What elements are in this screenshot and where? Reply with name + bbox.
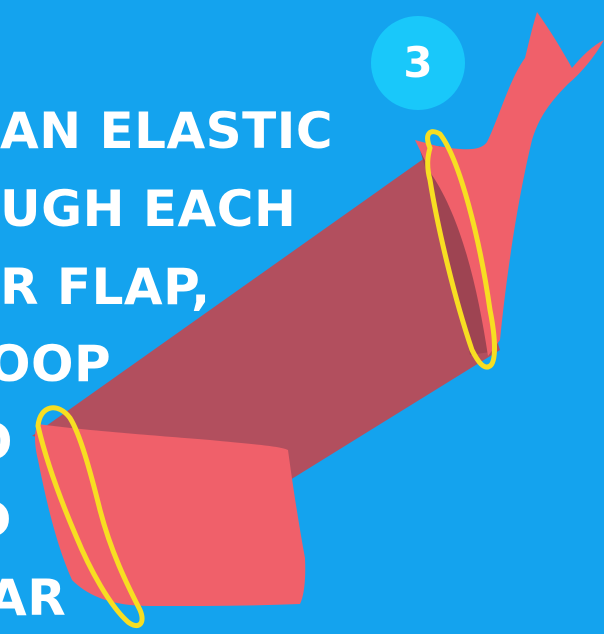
- mask-flap-bottom: [35, 424, 305, 606]
- mask-strap: [32, 150, 500, 480]
- step-number-badge: 3: [371, 16, 465, 110]
- step-number: 3: [403, 42, 432, 84]
